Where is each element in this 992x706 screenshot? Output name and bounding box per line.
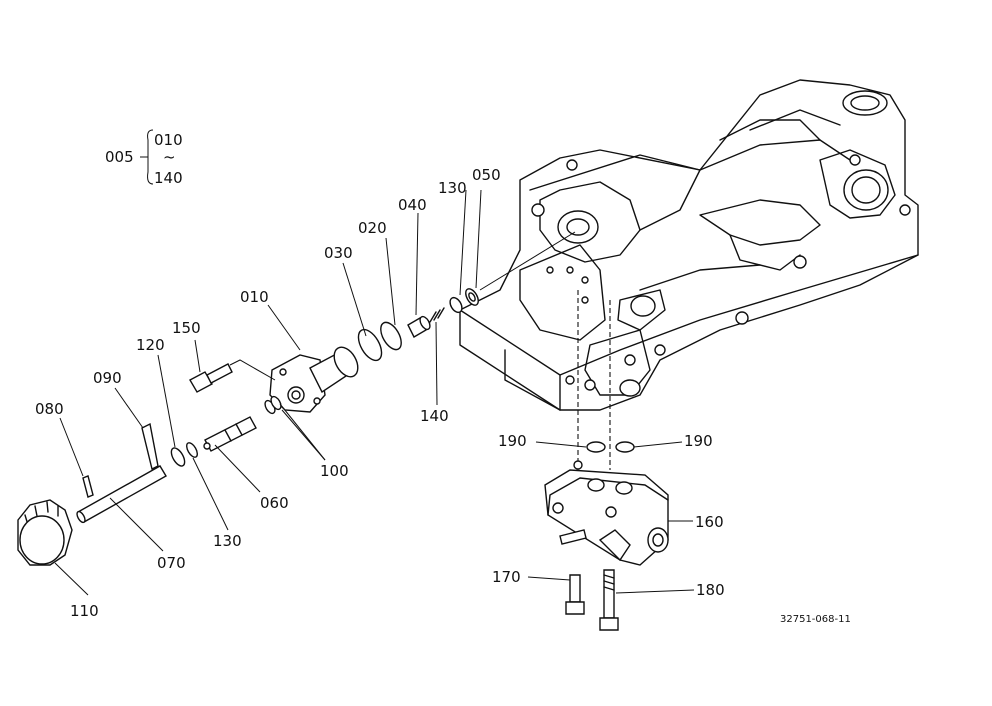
parts-100 xyxy=(264,395,282,415)
group-label-tilde: ~ xyxy=(163,148,176,166)
callout-150: 150 xyxy=(172,319,201,337)
valve-body-010 xyxy=(269,346,359,413)
group-label-bottom: 140 xyxy=(154,169,183,187)
callout-070: 070 xyxy=(157,554,186,572)
callout-060: 060 xyxy=(260,494,289,512)
pin-080 xyxy=(82,475,94,498)
callout-170: 170 xyxy=(492,568,521,586)
spool-060 xyxy=(203,416,257,452)
callout-090: 090 xyxy=(93,369,122,387)
block-160 xyxy=(544,460,669,566)
callout-050: 050 xyxy=(472,166,501,184)
callout-160: 160 xyxy=(695,513,724,531)
callout-040: 040 xyxy=(398,196,427,214)
bolt-170 xyxy=(559,529,587,615)
leader-lines xyxy=(54,189,695,596)
alignment-lines xyxy=(479,231,611,470)
callout-020: 020 xyxy=(358,219,387,237)
orings-030-020 xyxy=(357,321,402,362)
group-label-main: 005 xyxy=(105,148,134,166)
callout-030: 030 xyxy=(324,244,353,262)
transmission-housing xyxy=(459,79,919,411)
callout-100: 100 xyxy=(320,462,349,480)
callout-labels: 010 020 030 040 050 130 140 150 120 090 … xyxy=(35,166,725,620)
parts-040-140-130-050 xyxy=(407,288,479,338)
callout-120: 120 xyxy=(136,336,165,354)
callout-130-bottom: 130 xyxy=(213,532,242,550)
pin-090 xyxy=(141,422,159,471)
callout-140: 140 xyxy=(420,407,449,425)
callout-010: 010 xyxy=(240,288,269,306)
drawing-code: 32751-068-11 xyxy=(780,614,851,625)
washers-120-130 xyxy=(170,442,198,467)
callout-130-top: 130 xyxy=(438,179,467,197)
group-label-top: 010 xyxy=(154,131,183,149)
knob-110 xyxy=(17,499,73,566)
group-bracket-005 xyxy=(140,129,154,185)
callout-180: 180 xyxy=(696,581,725,599)
callout-190-right: 190 xyxy=(684,432,713,450)
callout-110: 110 xyxy=(70,602,99,620)
bolt-180 xyxy=(599,569,619,631)
shaft-070 xyxy=(76,465,167,524)
callout-190-left: 190 xyxy=(498,432,527,450)
group-labels: 005 010 ~ 140 xyxy=(105,131,183,187)
callout-080: 080 xyxy=(35,400,64,418)
bolt-150 xyxy=(189,359,276,393)
